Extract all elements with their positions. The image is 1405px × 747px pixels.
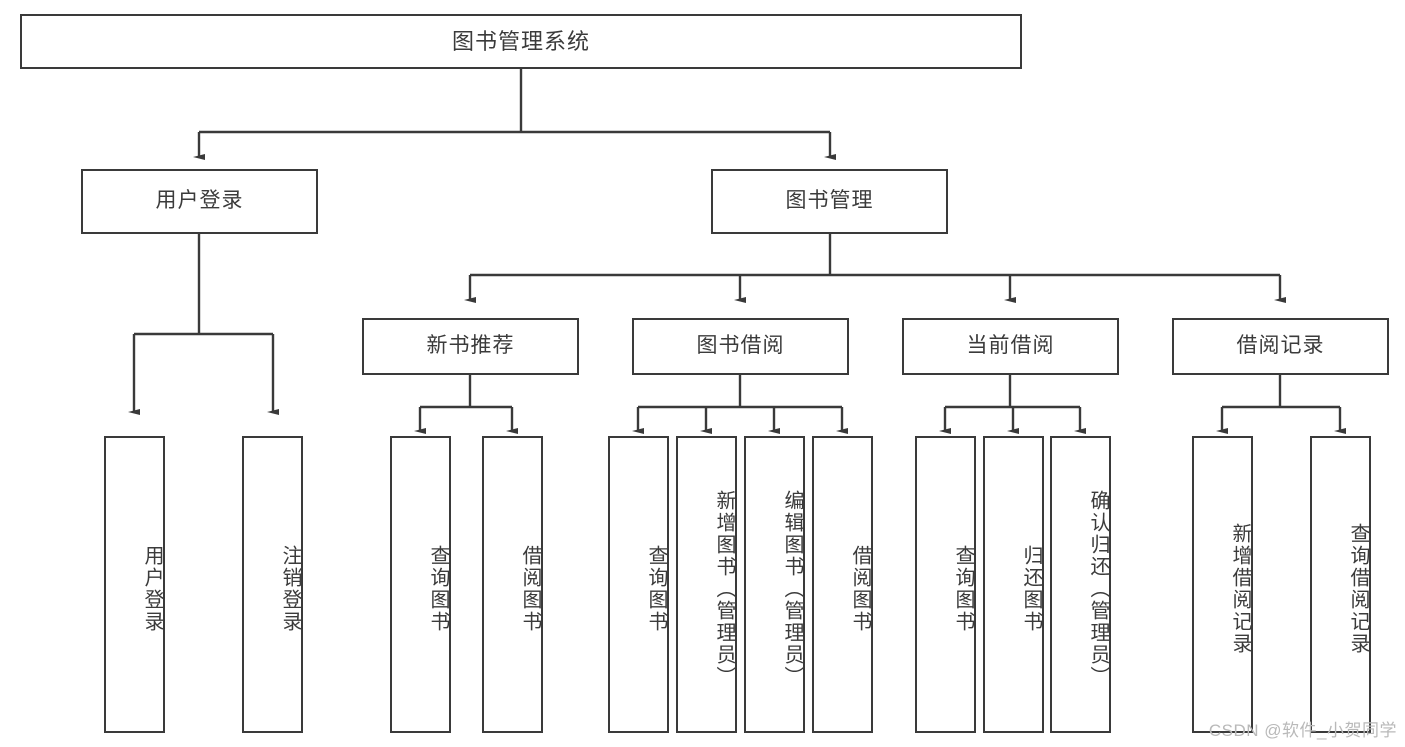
node-label: 新书推荐 (426, 334, 515, 358)
node-book-management[interactable]: 图书管理 (711, 169, 948, 234)
node-label: 图书管理系统 (451, 28, 590, 54)
leaf-current-borrow-confirm-return[interactable]: 确认归还（管理员） (1050, 436, 1111, 733)
leaf-book-borrow-query[interactable]: 查询图书 (608, 436, 669, 733)
node-label: 图书借阅 (696, 334, 785, 358)
node-label: 图书管理 (785, 189, 874, 213)
node-label: 当前借阅 (966, 334, 1055, 358)
leaf-current-borrow-query[interactable]: 查询图书 (915, 436, 976, 733)
leaf-borrow-record-query[interactable]: 查询借阅记录 (1310, 436, 1371, 733)
node-borrow-records[interactable]: 借阅记录 (1172, 318, 1389, 375)
node-label: 查询图书 (952, 544, 974, 633)
node-label: 查询借阅记录 (1347, 522, 1369, 655)
node-label: 借阅图书 (849, 544, 871, 633)
leaf-current-borrow-return[interactable]: 归还图书 (983, 436, 1044, 733)
leaf-book-borrow-borrow[interactable]: 借阅图书 (812, 436, 873, 733)
node-label: 查询图书 (427, 544, 449, 633)
node-label: 确认归还（管理员） (1087, 489, 1109, 688)
node-new-book-recommend[interactable]: 新书推荐 (362, 318, 579, 375)
leaf-book-borrow-edit[interactable]: 编辑图书（管理员） (744, 436, 805, 733)
node-label: 查询图书 (645, 544, 667, 633)
node-book-borrow[interactable]: 图书借阅 (632, 318, 849, 375)
leaf-user-login-login[interactable]: 用户登录 (104, 436, 165, 733)
node-label: 新增借阅记录 (1229, 522, 1251, 655)
node-label: 编辑图书（管理员） (781, 489, 803, 688)
node-user-login[interactable]: 用户登录 (81, 169, 318, 234)
node-current-borrow[interactable]: 当前借阅 (902, 318, 1119, 375)
node-label: 借阅图书 (519, 544, 541, 633)
leaf-borrow-record-add[interactable]: 新增借阅记录 (1192, 436, 1253, 733)
leaf-new-book-borrow[interactable]: 借阅图书 (482, 436, 543, 733)
leaf-user-login-logout[interactable]: 注销登录 (242, 436, 303, 733)
node-root-system[interactable]: 图书管理系统 (20, 14, 1022, 69)
node-label: 用户登录 (141, 544, 163, 633)
leaf-book-borrow-add[interactable]: 新增图书（管理员） (676, 436, 737, 733)
node-label: 归还图书 (1020, 544, 1042, 633)
leaf-new-book-query[interactable]: 查询图书 (390, 436, 451, 733)
node-label: 注销登录 (279, 544, 301, 633)
csdn-watermark: CSDN @软件_小贺同学 (1208, 721, 1397, 740)
node-label: 借阅记录 (1236, 334, 1325, 358)
node-label: 用户登录 (155, 189, 244, 213)
node-label: 新增图书（管理员） (713, 489, 735, 688)
